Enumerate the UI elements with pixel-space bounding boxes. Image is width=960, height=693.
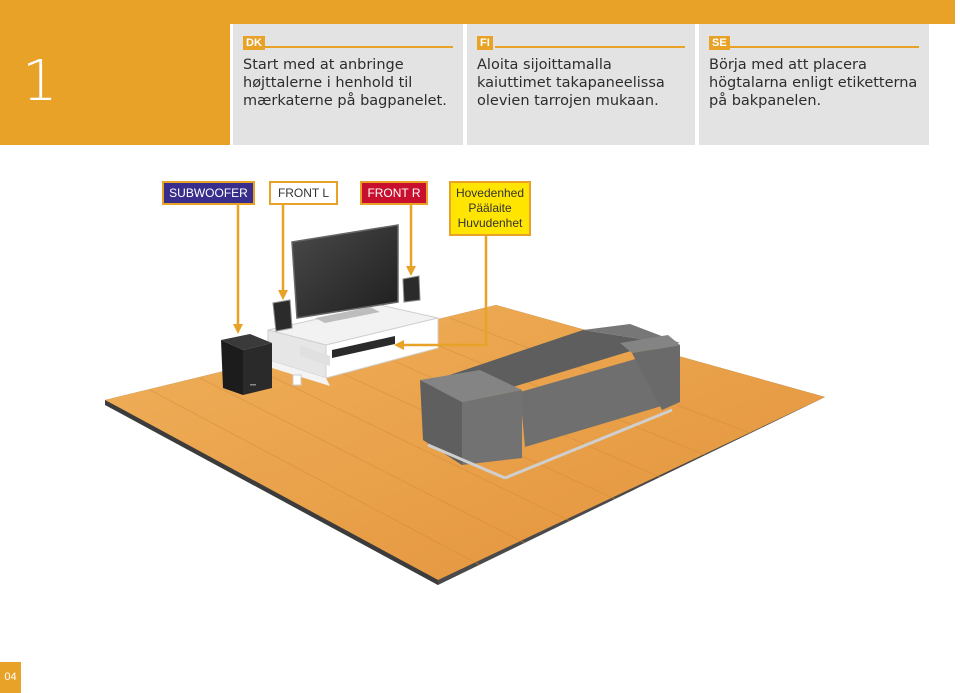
main-unit-label-se: Huvudenhet	[457, 216, 523, 230]
tv-stand	[267, 304, 439, 386]
language-tag-fi: FI	[477, 36, 493, 50]
language-tag-dk: DK	[243, 36, 265, 50]
front-right-label: FRONT R	[360, 181, 428, 205]
step-number: 1	[22, 49, 58, 114]
instruction-column-dk: DK Start med at anbringe højttalerne i h…	[233, 24, 463, 145]
front-left-speaker	[272, 299, 293, 332]
instruction-column-fi: FI Aloita sijoittamalla kaiuttimet takap…	[467, 24, 695, 145]
main-unit-label-fi: Päälaite	[468, 201, 512, 215]
instruction-text-dk: Start med at anbringe højttalerne i henh…	[243, 57, 447, 109]
step-box: 1	[0, 24, 230, 145]
television	[291, 224, 399, 323]
main-unit-label: Hovedenhed Päälaite Huvudenhet	[449, 181, 531, 236]
tag-rule	[263, 46, 453, 48]
tag-rule	[729, 46, 919, 48]
sofa	[420, 324, 680, 480]
front-right-speaker	[402, 275, 421, 303]
language-tag-se: SE	[709, 36, 730, 50]
top-accent-bar	[0, 0, 955, 24]
subwoofer-speaker	[221, 334, 272, 395]
main-unit-callout-line	[402, 236, 488, 347]
tag-rule	[495, 46, 685, 48]
subwoofer-label: SUBWOOFER	[162, 181, 255, 205]
instruction-column-se: SE Börja med att placera högtalarna enli…	[699, 24, 929, 145]
page-number: 04	[0, 662, 21, 693]
main-unit-device	[332, 336, 395, 358]
front-left-label: FRONT L	[269, 181, 338, 205]
instruction-text-se: Börja med att placera högtalarna enligt …	[709, 57, 918, 109]
instruction-text-fi: Aloita sijoittamalla kaiuttimet takapane…	[477, 57, 665, 109]
callout-lines	[233, 205, 488, 350]
main-unit-label-dk: Hovedenhed	[455, 186, 525, 200]
